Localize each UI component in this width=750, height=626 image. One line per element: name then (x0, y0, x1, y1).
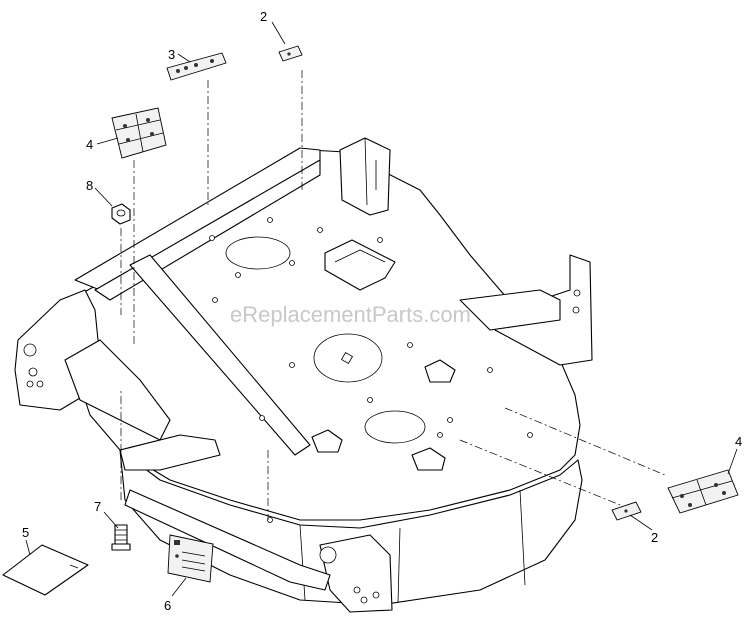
callout-3: 3 (168, 47, 175, 62)
callout-2-top: 2 (260, 9, 267, 24)
watermark-text: eReplacementParts.com (230, 302, 471, 327)
callouts: 2 3 4 8 4 2 7 5 6 (22, 9, 742, 613)
decal-part-3 (166, 52, 227, 81)
callout-4-left: 4 (86, 137, 93, 152)
sheet-part-5 (2, 544, 89, 596)
bolt-part-7 (111, 524, 131, 551)
callout-5: 5 (22, 525, 29, 540)
assembly-lines (120, 70, 666, 520)
callout-8: 8 (86, 178, 93, 193)
callout-2-right: 2 (651, 530, 658, 545)
decal-part-4-left (111, 107, 167, 159)
deck-holes (209, 217, 533, 523)
callout-6: 6 (164, 598, 171, 613)
decal-part-2-right (611, 501, 642, 521)
decal-part-4-right (667, 469, 739, 514)
callout-4-right: 4 (735, 434, 742, 449)
decal-part-2-top (278, 45, 303, 62)
label-part-6 (167, 534, 214, 583)
nut-part-8 (111, 203, 131, 225)
callout-7: 7 (94, 499, 101, 514)
mower-deck (14, 137, 593, 613)
